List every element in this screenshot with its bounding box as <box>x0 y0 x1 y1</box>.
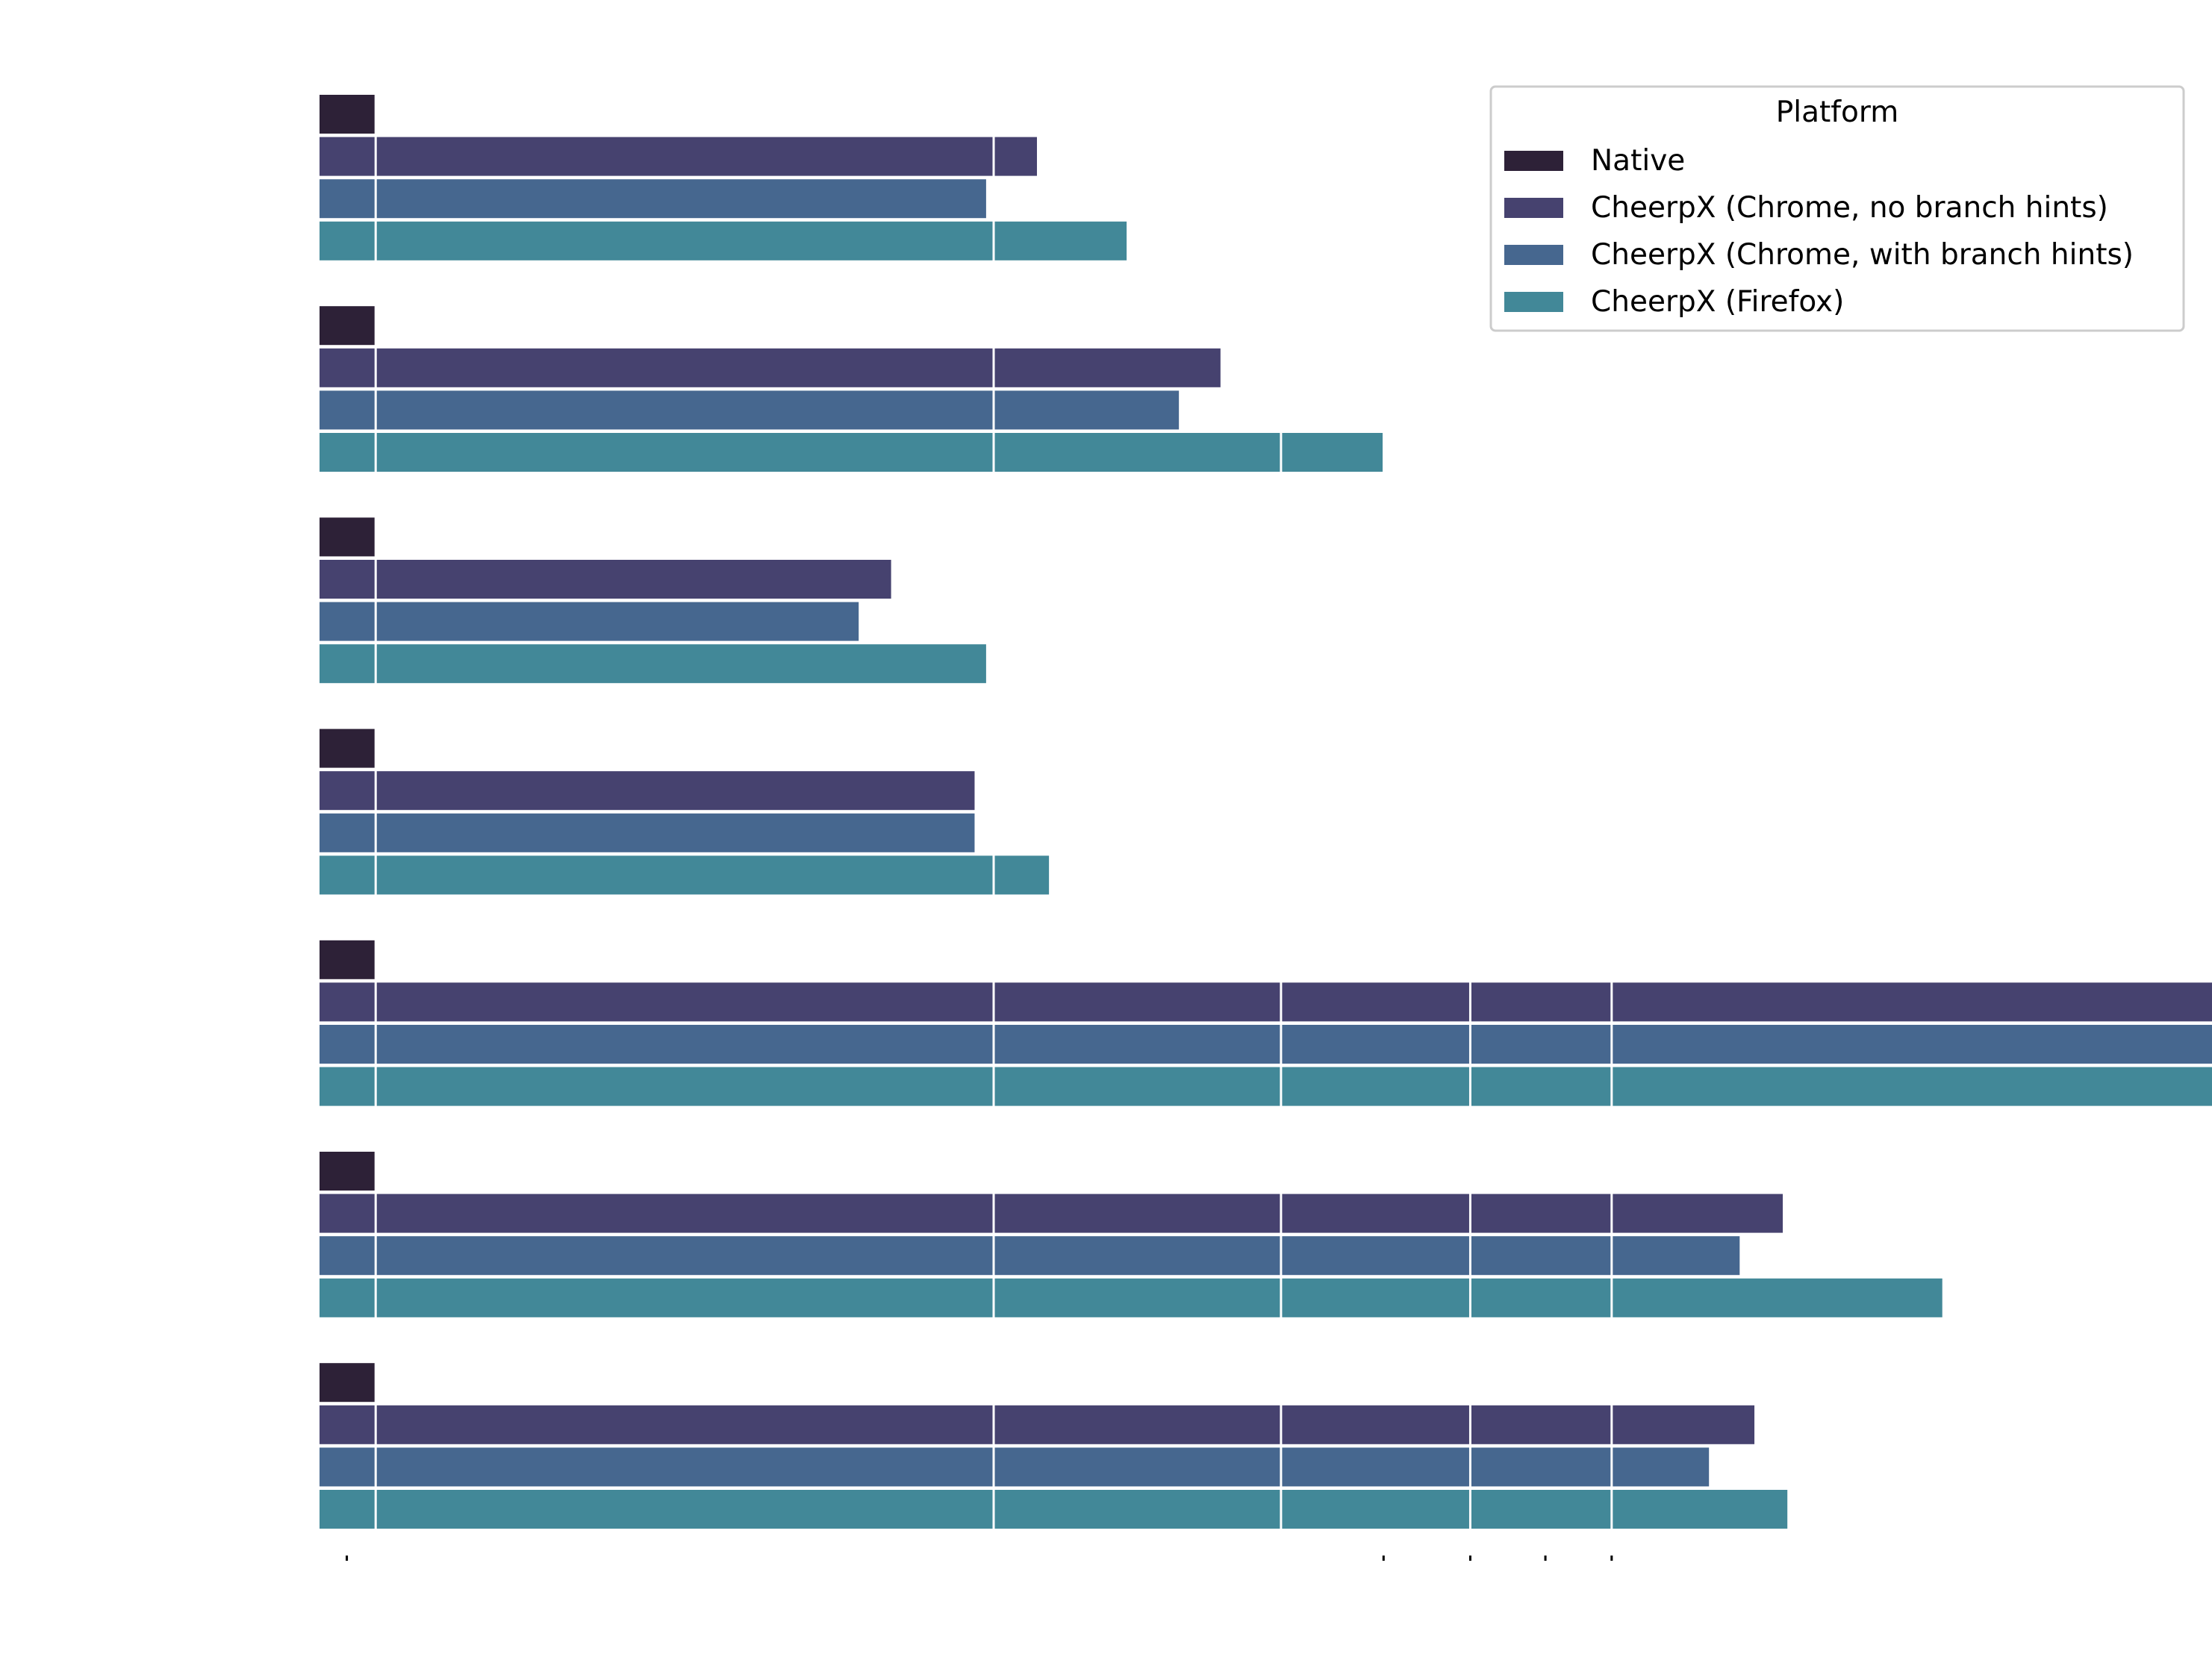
legend-frame <box>1489 85 2185 332</box>
bar <box>320 1447 1710 1487</box>
legend-label-native: Native <box>1591 144 1685 178</box>
bar <box>320 813 975 852</box>
legend-swatch-chrome-no-hints <box>1504 198 1563 218</box>
bar <box>320 1152 376 1191</box>
bar <box>320 560 891 599</box>
legend: Platform Native CheerpX (Chrome, no bran… <box>1489 85 2185 332</box>
legend-swatch-chrome-with-hints <box>1504 245 1563 265</box>
x-axis-ticks <box>346 1556 1613 1561</box>
bar <box>320 179 986 219</box>
bar <box>320 390 1180 430</box>
bar <box>320 137 1038 176</box>
bar <box>320 1278 1942 1317</box>
bar <box>320 940 376 979</box>
bar <box>320 306 376 346</box>
bar <box>320 729 376 768</box>
grid-layer <box>320 90 2212 1533</box>
legend-swatch-native <box>1504 151 1563 171</box>
bar <box>320 1067 2212 1106</box>
bar <box>320 644 986 684</box>
bar <box>320 855 1050 895</box>
bar <box>320 433 1383 472</box>
bar <box>320 602 859 641</box>
bar <box>320 95 376 134</box>
bar <box>320 1236 1740 1276</box>
bar <box>320 517 376 557</box>
bar <box>320 1405 1755 1444</box>
legend-label-chrome-no-hints: CheerpX (Chrome, no branch hints) <box>1591 191 2108 225</box>
bar <box>320 1194 1783 1233</box>
bar <box>320 1490 1788 1529</box>
bar <box>320 1363 376 1403</box>
bar <box>320 982 2212 1022</box>
bar <box>320 348 1221 387</box>
bar <box>320 771 975 811</box>
legend-label-chrome-with-hints: CheerpX (Chrome, with branch hints) <box>1591 238 2134 272</box>
legend-title: Platform <box>1776 96 1898 129</box>
legend-swatch-firefox <box>1504 292 1563 312</box>
bar <box>320 221 1127 260</box>
legend-label-firefox: CheerpX (Firefox) <box>1591 285 1844 319</box>
bars-layer <box>320 95 2212 1529</box>
bar <box>320 1025 2212 1064</box>
